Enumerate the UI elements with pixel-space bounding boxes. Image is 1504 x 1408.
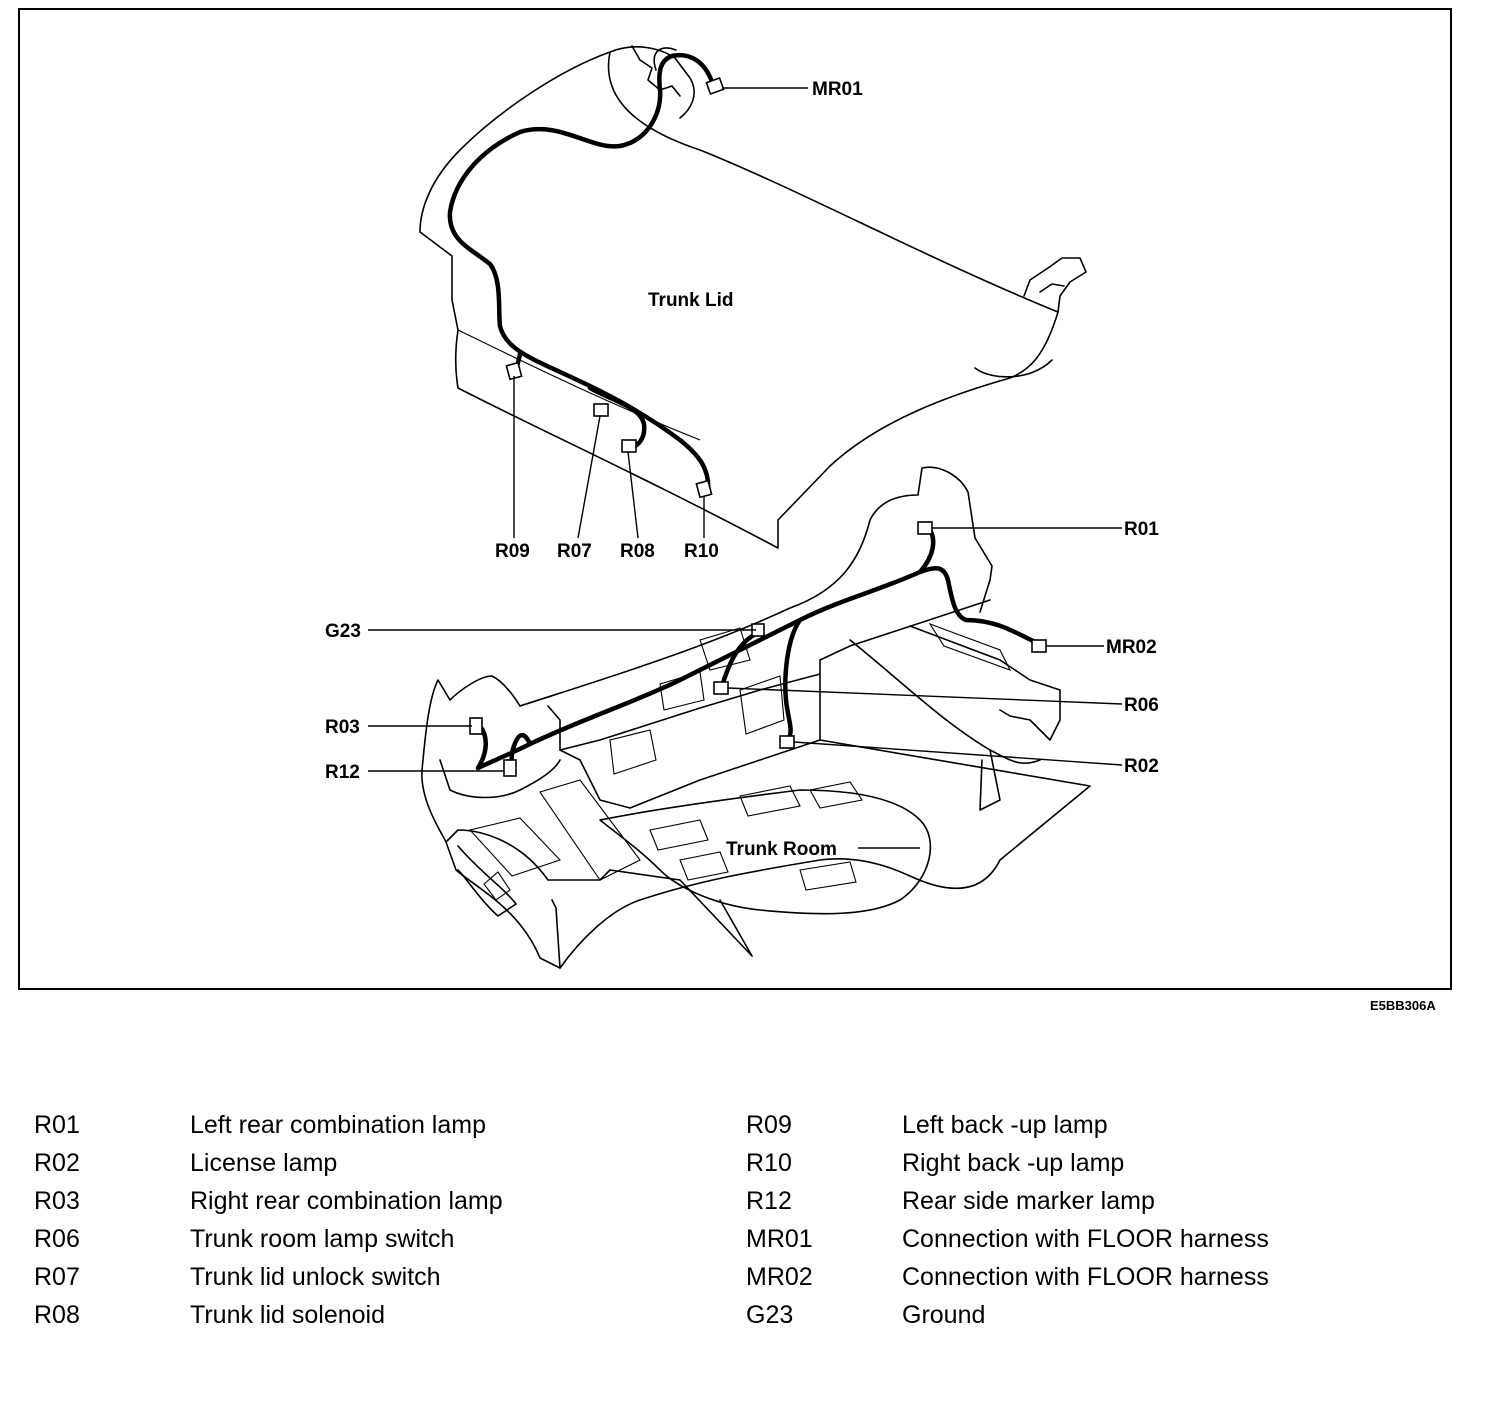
trunk-lid-label: Trunk Lid xyxy=(648,290,734,311)
r06-connector xyxy=(713,681,729,695)
callout-r02: R02 xyxy=(1124,756,1159,777)
trunk-room-harness xyxy=(475,565,1043,771)
legend-desc: Right rear combination lamp xyxy=(190,1187,503,1215)
callout-r10: R10 xyxy=(684,541,719,562)
legend-desc: Right back -up lamp xyxy=(902,1149,1125,1177)
figure-code: E5BB306A xyxy=(1370,998,1436,1013)
legend-desc: Connection with FLOOR harness xyxy=(902,1263,1269,1291)
legend-code: R02 xyxy=(34,1149,80,1177)
legend-code: R08 xyxy=(34,1301,80,1329)
callout-r03: R03 xyxy=(325,717,360,738)
trunk-lid-harness xyxy=(447,52,715,495)
callout-mr01: MR01 xyxy=(812,79,863,100)
callout-r12: R12 xyxy=(325,762,360,783)
trunk-room-label: Trunk Room xyxy=(726,839,837,860)
legend-code: G23 xyxy=(746,1301,794,1329)
legend-code: R03 xyxy=(34,1187,80,1215)
figure-frame xyxy=(18,8,1452,990)
legend-desc: Rear side marker lamp xyxy=(902,1187,1155,1215)
legend-desc: Ground xyxy=(902,1301,986,1329)
callout-mr02: MR02 xyxy=(1106,637,1157,658)
legend-code: MR02 xyxy=(746,1263,813,1291)
mr01-connector xyxy=(705,76,725,96)
callout-r09: R09 xyxy=(495,541,530,562)
callout-g23: G23 xyxy=(325,621,361,642)
legend-code: R12 xyxy=(746,1187,792,1215)
callout-r01: R01 xyxy=(1124,519,1159,540)
legend-desc: Left rear combination lamp xyxy=(190,1111,486,1139)
legend-desc: License lamp xyxy=(190,1149,338,1177)
legend-code: R10 xyxy=(746,1149,792,1177)
callout-r07: R07 xyxy=(557,541,592,562)
legend-code: R09 xyxy=(746,1111,792,1139)
r12-connector xyxy=(503,759,517,777)
legend-desc: Left back -up lamp xyxy=(902,1111,1108,1139)
legend-code: R06 xyxy=(34,1225,80,1253)
mr02-connector xyxy=(1031,639,1047,653)
trunk-room-drawing xyxy=(421,466,1091,969)
legend-code: R07 xyxy=(34,1263,80,1291)
callout-r06: R06 xyxy=(1124,695,1159,716)
legend-desc: Trunk lid solenoid xyxy=(190,1301,386,1329)
callout-r08: R08 xyxy=(620,541,655,562)
wiring-diagram: Trunk Lid Trunk Room MR01 R09 R07 R08 R1… xyxy=(325,45,1159,969)
r10-connector xyxy=(695,479,713,499)
r02-connector xyxy=(779,735,795,749)
trunk-lid-drawing xyxy=(419,45,1087,549)
legend-desc: Trunk room lamp switch xyxy=(190,1225,455,1253)
legend-desc: Trunk lid unlock switch xyxy=(190,1263,441,1291)
legend-code: MR01 xyxy=(746,1225,813,1253)
r09-connector xyxy=(505,361,523,381)
legend-code: R01 xyxy=(34,1111,80,1139)
legend-desc: Connection with FLOOR harness xyxy=(902,1225,1269,1253)
r07-connector xyxy=(593,403,609,417)
r08-connector xyxy=(621,439,637,453)
r01-connector xyxy=(917,521,933,535)
